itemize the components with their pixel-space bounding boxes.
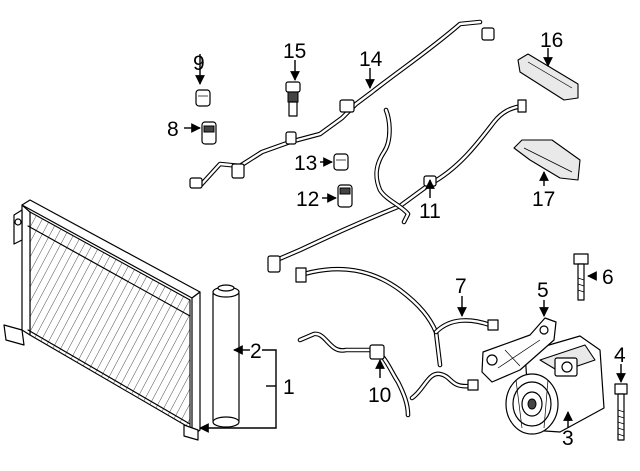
callout-12: 12 bbox=[296, 188, 319, 211]
discharge-hose[interactable] bbox=[297, 331, 479, 418]
callout-8: 8 bbox=[167, 118, 179, 141]
pressure-sensor[interactable] bbox=[285, 81, 301, 117]
leader-1 bbox=[199, 349, 277, 433]
callout-9: 9 bbox=[193, 52, 205, 75]
callout-1: 1 bbox=[283, 376, 295, 399]
bracket-bolt[interactable] bbox=[573, 253, 589, 301]
callout-7: 7 bbox=[455, 275, 467, 298]
condenser[interactable] bbox=[3, 199, 201, 441]
compressor-bolt[interactable] bbox=[614, 383, 628, 441]
callout-17: 17 bbox=[532, 188, 555, 211]
charge-valve[interactable] bbox=[337, 184, 353, 208]
callout-14: 14 bbox=[359, 48, 383, 71]
service-valve[interactable] bbox=[201, 121, 217, 145]
callout-11: 11 bbox=[419, 200, 441, 223]
callout-2: 2 bbox=[250, 340, 262, 363]
receiver-drier[interactable] bbox=[212, 284, 240, 428]
callout-3: 3 bbox=[562, 427, 574, 450]
callout-15: 15 bbox=[283, 40, 306, 63]
callout-16: 16 bbox=[540, 29, 563, 52]
lower-bracket[interactable] bbox=[513, 139, 581, 181]
compressor-bracket[interactable] bbox=[481, 317, 557, 383]
callout-4: 4 bbox=[614, 344, 626, 367]
callout-labels: 1 2 3 4 5 6 7 8 9 10 11 12 13 14 15 16 1… bbox=[167, 29, 626, 450]
upper-bracket[interactable] bbox=[517, 53, 579, 101]
liquid-line-long[interactable] bbox=[267, 99, 527, 273]
suction-hose[interactable] bbox=[295, 266, 499, 368]
leader-lines bbox=[184, 48, 626, 433]
upper-line[interactable] bbox=[189, 19, 495, 189]
valve-cap-9[interactable] bbox=[195, 89, 211, 107]
ac-compressor[interactable] bbox=[505, 335, 605, 435]
valve-cap-13[interactable] bbox=[333, 153, 349, 171]
callout-10: 10 bbox=[368, 384, 391, 407]
callout-6: 6 bbox=[602, 266, 614, 289]
callout-5: 5 bbox=[537, 279, 549, 302]
callout-13: 13 bbox=[294, 152, 317, 175]
